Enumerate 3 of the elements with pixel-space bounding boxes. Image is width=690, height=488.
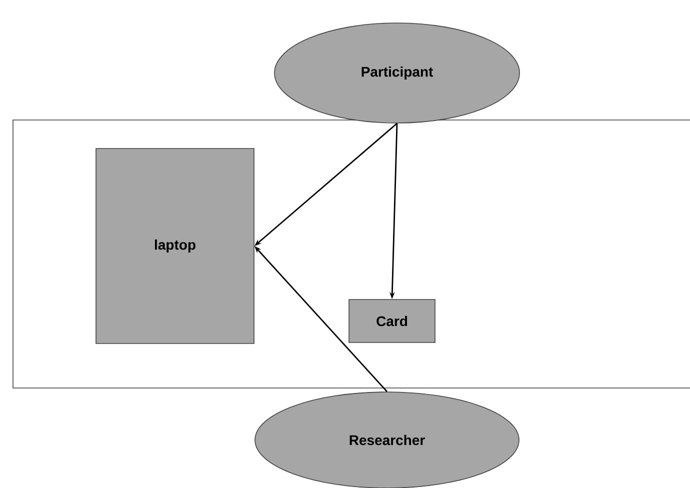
process-box: laptop — [96, 148, 254, 344]
frame-box — [12, 120, 690, 388]
process-box: Card — [348, 299, 436, 343]
